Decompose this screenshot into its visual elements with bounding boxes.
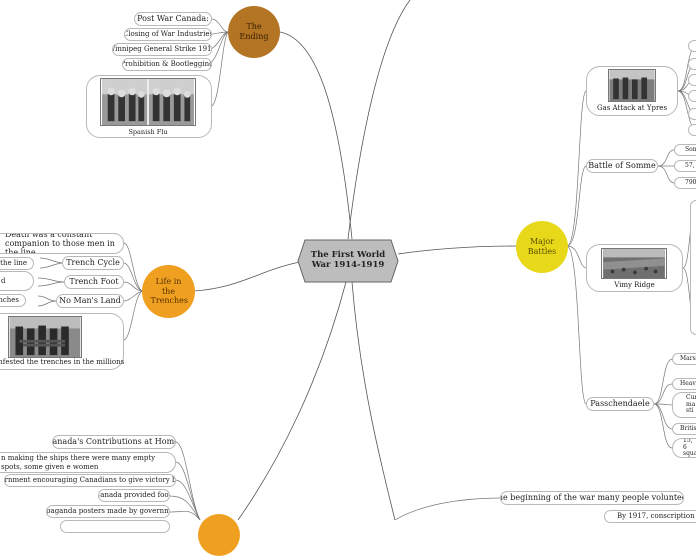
battle-vimy-label: Vimy Ridge	[586, 281, 683, 289]
trenches-item-trench-cycle[interactable]: Trench Cycle	[62, 256, 124, 270]
ending-item-winnipeg-strike[interactable]: Winnipeg General Strike 1919	[112, 43, 212, 56]
branch-home[interactable]	[198, 514, 240, 556]
ending-item-post-war-canada[interactable]: Post War Canada:	[134, 12, 212, 26]
vimy-photo	[601, 248, 667, 279]
conscription-item-volunteered[interactable]: In the beginning of the war many people …	[500, 491, 684, 505]
home-item-ships[interactable]: n making the ships there were many empty…	[0, 452, 176, 473]
vimy-sub-1[interactable]	[690, 200, 696, 335]
branch-ending-label: The Ending	[237, 22, 271, 41]
home-item-cut[interactable]	[60, 520, 170, 533]
trenches-item-trench-foot[interactable]: Trench Foot	[64, 275, 124, 289]
central-topic-title: The First World War 1914-1919	[310, 251, 386, 273]
ypres-sub-1[interactable]	[688, 40, 696, 52]
trenches-fragment-d[interactable]: d	[0, 271, 34, 291]
passchendaele-sub-5[interactable]: 15, 6 squa	[672, 438, 696, 458]
home-item-food[interactable]: Canada provided food	[98, 489, 170, 502]
ypres-sub-2[interactable]	[688, 58, 696, 70]
passchendaele-sub-2[interactable]: Heavy	[672, 378, 696, 390]
conscription-item-1917[interactable]: By 1917, conscription appeare	[604, 510, 696, 523]
ypres-sub-3[interactable]	[688, 74, 696, 86]
passchendaele-sub-1[interactable]: Marsh	[672, 353, 696, 365]
home-item-propaganda[interactable]: Propaganda posters made by government	[46, 505, 170, 518]
home-item-victory-bonds[interactable]: Government encouraging Canadians to give…	[4, 474, 176, 487]
spanish-flu-photo	[100, 78, 196, 126]
branch-battles[interactable]: Major Battles	[516, 221, 568, 273]
ypres-sub-4[interactable]	[688, 90, 696, 102]
branch-ending[interactable]: The Ending	[228, 6, 280, 58]
passchendaele-sub-3[interactable]: Cur ma sti	[672, 392, 696, 418]
spanish-flu-caption: Spanish Flu	[100, 128, 196, 136]
somme-sub-3[interactable]: 790	[674, 177, 696, 189]
ypres-sub-5[interactable]	[688, 108, 696, 120]
trench-rats-caption: infested the trenches in the millions	[0, 358, 122, 366]
ending-item-closing-industries[interactable]: Closing of War Industries	[124, 28, 212, 41]
ypres-sub-6[interactable]	[688, 124, 696, 136]
battle-passchendaele[interactable]: Passchendaele	[586, 397, 654, 411]
ending-item-prohibition[interactable]: Prohibition & Bootlegging	[122, 58, 212, 71]
trenches-item-death-companion[interactable]: Death was a constant companion to those …	[0, 233, 124, 254]
somme-sub-1[interactable]: Som	[674, 144, 696, 156]
trenches-fragment-trenches[interactable]: renches	[0, 294, 26, 307]
branch-trenches[interactable]: Life in the Trenches	[142, 265, 195, 318]
somme-sub-2[interactable]: 57,	[674, 160, 696, 172]
branch-trenches-label: Life in the Trenches	[151, 277, 187, 306]
battle-somme[interactable]: Battle of Somme	[586, 159, 658, 173]
home-title[interactable]: Canada's Contributions at Home:	[52, 435, 176, 449]
passchendaele-sub-4[interactable]: Britis	[672, 423, 696, 435]
trenches-fragment-line[interactable]: n the line	[0, 257, 34, 270]
battle-ypres-label: Gas Attack at Ypres	[586, 104, 678, 112]
branch-battles-label: Major Battles	[527, 237, 557, 256]
trenches-item-no-mans-land[interactable]: No Man's Land	[56, 294, 124, 308]
trench-rats-photo	[8, 316, 82, 358]
ypres-photo	[608, 69, 656, 102]
